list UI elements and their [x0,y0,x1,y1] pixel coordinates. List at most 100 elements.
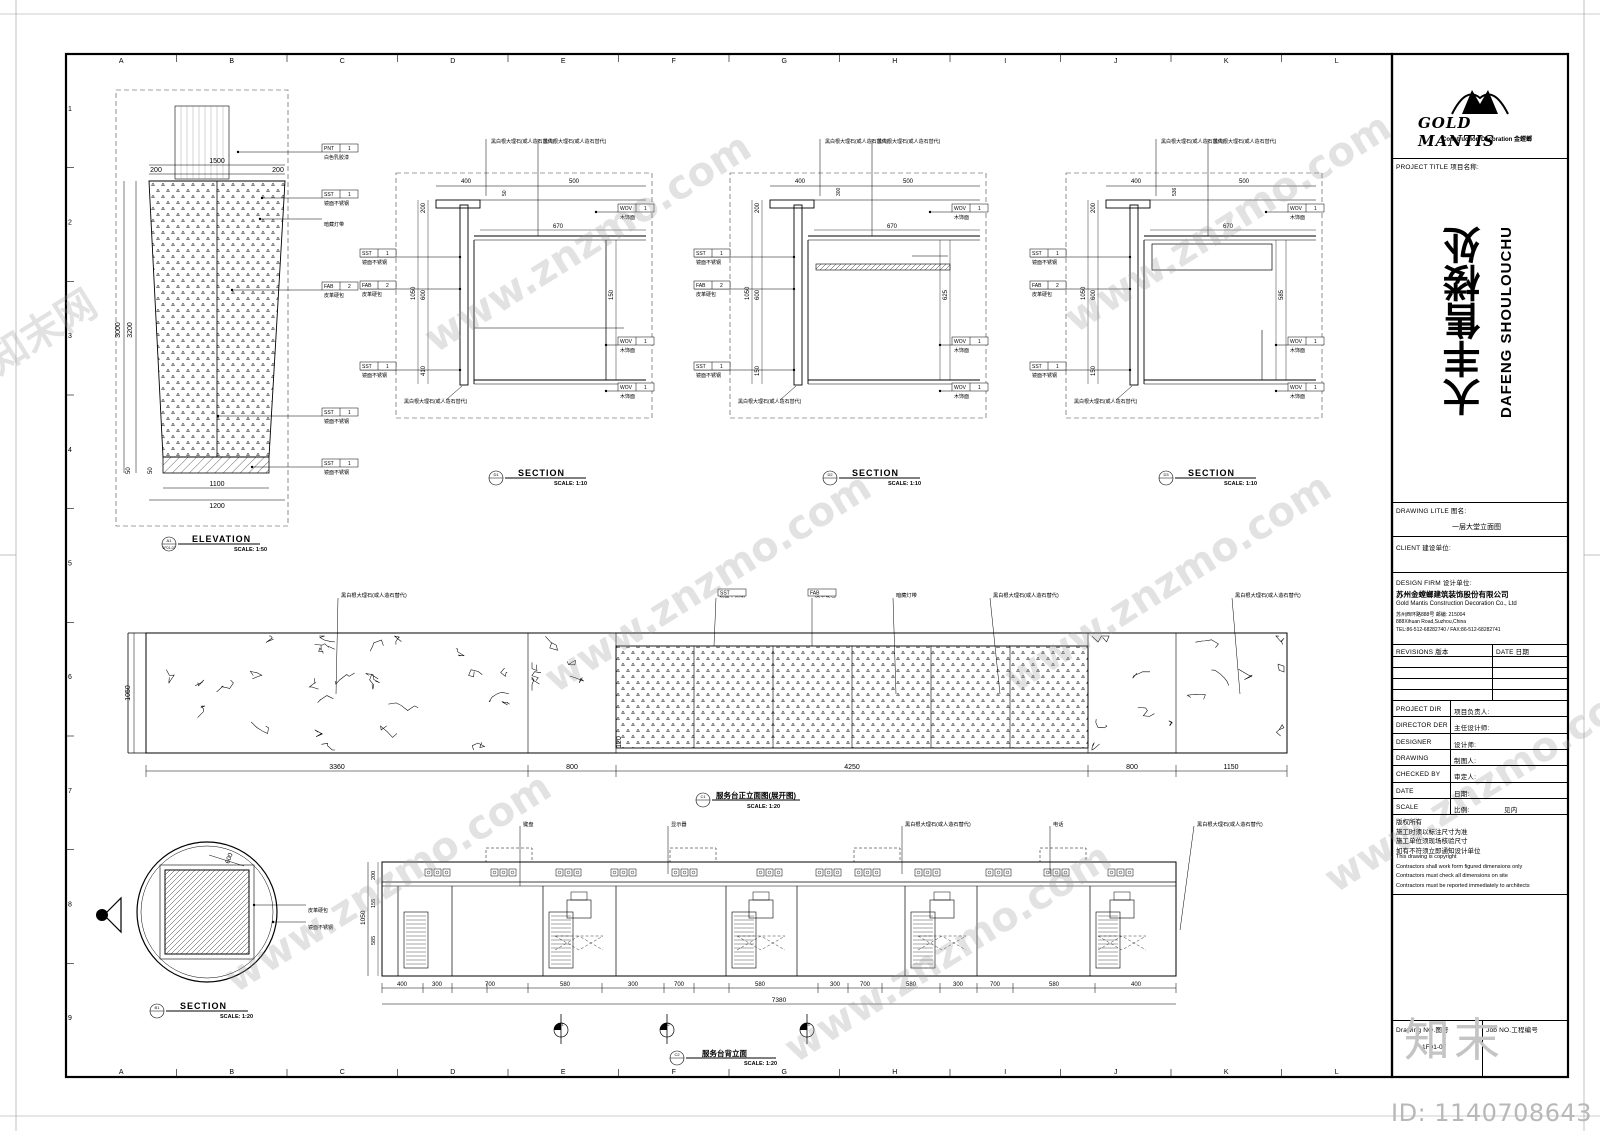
svg-text:镜面不锈钢: 镜面不锈钢 [1032,372,1057,379]
svg-text:1: 1 [720,251,723,257]
svg-text:4250: 4250 [844,764,860,771]
firm-address: 苏州西环路888号 邮编: 215004 [1396,612,1466,618]
svg-text:400: 400 [795,179,806,185]
svg-text:300: 300 [830,982,841,988]
svg-text:黑白根大理石(或人造石替代): 黑白根大理石(或人造石替代) [1161,138,1225,145]
grid-col-label: C [340,58,345,65]
svg-text:600: 600 [421,289,427,300]
svg-text:PNT: PNT [324,146,334,152]
svg-text:1: 1 [348,461,351,467]
elevation-title: A1 1F01-07 ELEVATION SCALE: 1:50 [161,534,267,553]
svg-text:镜面不锈钢: 镜面不锈钢 [1032,259,1057,266]
row-label-cn: 日期: [1454,790,1470,798]
grid-col-label: K [1224,58,1229,65]
front-title: C1 服务台正立面图(展开图) SCALE: 1:20 [695,790,800,810]
drawing-title: 一层大堂立面图 [1452,524,1501,531]
mantis-logo-icon [1451,90,1509,115]
svg-text:镜面不锈钢: 镜面不锈钢 [324,200,349,207]
svg-text:木饰面: 木饰面 [620,347,635,354]
svg-text:SCALE: 1:20: SCALE: 1:20 [747,804,780,810]
svg-text:SST: SST [1032,364,1042,370]
svg-text:600: 600 [1091,289,1097,300]
svg-text:585: 585 [371,936,377,945]
row-label: DESIGNER [1396,738,1432,746]
svg-text:木饰面: 木饰面 [620,393,635,400]
svg-text:显示器: 显示器 [671,821,687,828]
svg-text:黑白根大理石(或人造石替代): 黑白根大理石(或人造石替代) [404,398,468,405]
sheet-number: 1F01-07 [1422,1044,1447,1051]
svg-text:1: 1 [644,339,647,345]
svg-text:1200: 1200 [209,503,225,510]
note-line: Contractors shall work form figured dime… [1396,863,1523,870]
svg-text:黑白根大理石(或人造石替代): 黑白根大理石(或人造石替代) [993,591,1059,599]
svg-text:670: 670 [553,224,564,230]
svg-text:580: 580 [1049,982,1060,988]
svg-text:700: 700 [860,982,871,988]
job-no-label: Job NO.工程编号 [1486,1027,1539,1034]
svg-text:镜面不锈钢: 镜面不锈钢 [362,259,387,266]
svg-text:SST: SST [362,364,372,370]
drawing-no-label: Drawing NO.图号 [1396,1027,1449,1034]
svg-text:200: 200 [371,871,377,880]
svg-text:C2: C2 [674,1052,680,1057]
svg-text:暗藏灯带: 暗藏灯带 [896,591,917,599]
svg-text:皮革硬包: 皮革硬包 [308,907,328,914]
front-notes: 黑白根大理石(或人造石替代)镜面不锈钢皮革硬包暗藏灯带黑白根大理石(或人造石替代… [335,588,1301,695]
svg-text:2: 2 [386,283,389,289]
svg-text:1: 1 [386,251,389,257]
svg-text:镜面不锈钢: 镜面不锈钢 [362,372,387,379]
svg-text:黑白根大理石(或人造石替代): 黑白根大理石(或人造石替代) [491,138,555,145]
grid-col-label: C [340,1069,345,1076]
svg-text:FAB: FAB [1032,283,1042,289]
grid-col-label: H [892,1069,897,1076]
svg-text:3200: 3200 [127,322,134,338]
svg-text:670: 670 [1223,224,1234,230]
marble-texture [166,635,1285,751]
svg-text:FAB: FAB [362,283,372,289]
svg-text:585: 585 [1279,289,1285,300]
callout-d2: D2 [659,1014,675,1044]
svg-text:1050: 1050 [745,286,751,300]
svg-text:300: 300 [432,982,443,988]
svg-text:1: 1 [348,410,351,416]
svg-text:黑白根大理石(或人造石替代): 黑白根大理石(或人造石替代) [1074,398,1138,405]
svg-text:WOV: WOV [954,339,967,345]
grid-col-label: A [119,1069,124,1076]
note-line: 如有不符须立即通知设计单位 [1396,847,1481,855]
note-line: 施工时须以标注尺寸为准 [1396,828,1468,836]
svg-text:WOV: WOV [954,206,967,212]
svg-text:200: 200 [421,202,427,213]
svg-text:400: 400 [1131,982,1142,988]
svg-text:WOV: WOV [954,385,967,391]
svg-text:2: 2 [720,283,723,289]
svg-text:SST: SST [696,251,706,257]
svg-text:800: 800 [566,764,578,771]
row-label-cn: 主任设计师: [1454,725,1490,733]
design-firm-label: DESIGN FIRM 设计单位: [1396,580,1472,587]
svg-text:黑白根大理石(或人造石替代): 黑白根大理石(或人造石替代) [1213,138,1277,145]
svg-text:500: 500 [569,179,580,185]
svg-text:SCALE: 1:10: SCALE: 1:10 [1224,481,1257,487]
grid-row-label: 9 [68,1015,72,1022]
svg-text:1: 1 [978,385,981,391]
svg-text:B1: B1 [155,1005,161,1010]
brand-name: GOLD MANTIS [1418,114,1495,150]
svg-text:皮革硬包: 皮革硬包 [324,292,344,299]
grid-col-label: J [1114,58,1118,65]
revision-date-label: DATE 日期 [1496,649,1530,656]
row-label: DRAWING [1396,754,1429,762]
